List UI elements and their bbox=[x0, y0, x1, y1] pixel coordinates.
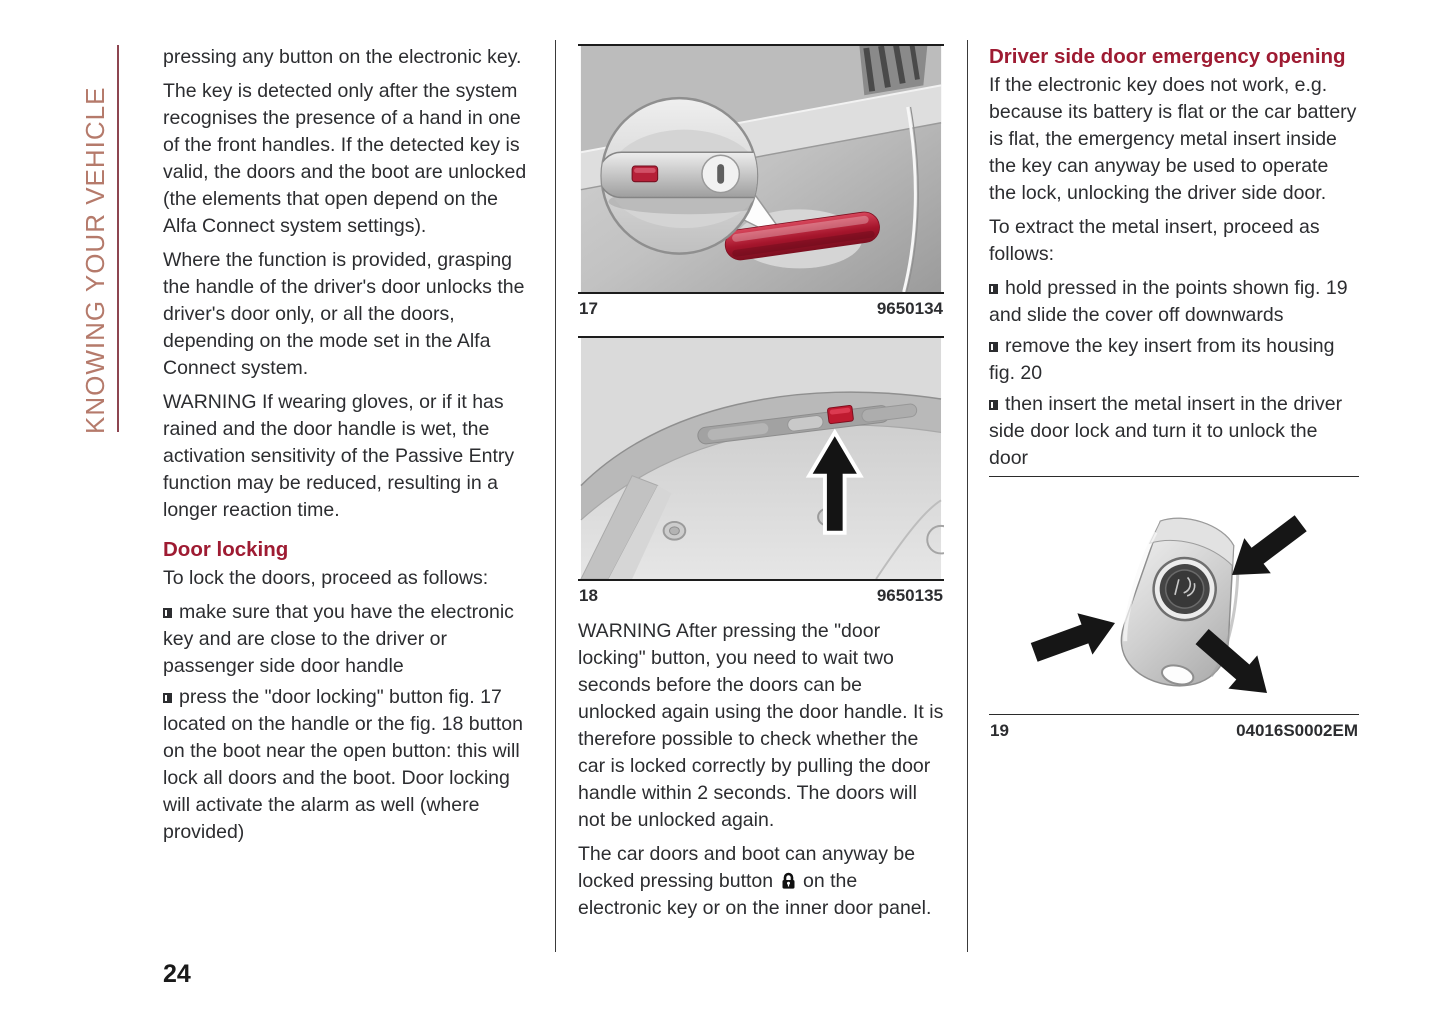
paragraph: pressing any button on the electronic ke… bbox=[163, 46, 522, 68]
bullet-square-icon bbox=[989, 342, 998, 352]
figure-17: 17 9650134 bbox=[578, 44, 944, 319]
figure-code: 9650135 bbox=[876, 586, 943, 605]
bullet-item: hold pressed in the points shown fig. 19… bbox=[989, 275, 1359, 329]
paragraph-with-lock-icon: The car doors and boot can anyway be loc… bbox=[578, 841, 944, 922]
section-heading-emergency-opening: Driver side door emergency opening bbox=[989, 45, 1346, 68]
paragraph: Where the function is provided, grasping… bbox=[163, 249, 525, 379]
chapter-label: KNOWING YOUR VEHICLE bbox=[80, 86, 110, 434]
bullet-item: remove the key insert from its housing f… bbox=[989, 333, 1359, 387]
figure-number: 18 bbox=[579, 586, 598, 605]
sidebar-rule bbox=[117, 45, 119, 432]
figure-number: 19 bbox=[990, 721, 1009, 740]
warning-block: WARNING After pressing the "door locking… bbox=[578, 618, 944, 922]
bullet-text: then insert the metal insert in the driv… bbox=[989, 393, 1343, 469]
figure-code: 04016S0002EM bbox=[1236, 721, 1358, 740]
lock-sentence-after: on the electronic key or on the inner do… bbox=[578, 870, 932, 919]
boot-button-illustration bbox=[578, 336, 944, 581]
lock-icon bbox=[782, 872, 795, 889]
bullet-square-icon bbox=[163, 693, 172, 703]
key-fob-illustration bbox=[1030, 515, 1307, 693]
bullet-item: then insert the metal insert in the driv… bbox=[989, 391, 1359, 472]
bullet-square-icon bbox=[989, 400, 998, 410]
paragraph: WARNING If wearing gloves, or if it has … bbox=[163, 391, 515, 521]
figure-caption: 19 04016S0002EM bbox=[989, 714, 1359, 741]
bullet-text: make sure that you have the electronic k… bbox=[163, 601, 514, 677]
paragraph: The key is detected only after the syste… bbox=[163, 80, 527, 237]
paragraph: To lock the doors, proceed as follows: bbox=[163, 567, 489, 589]
bullet-text: hold pressed in the points shown fig. 19… bbox=[989, 277, 1348, 326]
paragraph: If the electronic key does not work, e.g… bbox=[989, 74, 1357, 204]
bullet-text: press the "door locking" button fig. 17 … bbox=[163, 686, 523, 843]
bullet-text: remove the key insert from its housing f… bbox=[989, 335, 1335, 384]
column-passive-entry: pressing any button on the electronic ke… bbox=[163, 44, 531, 850]
lock-sentence-before: The car doors and boot can anyway be loc… bbox=[578, 843, 916, 892]
door-handle-illustration bbox=[578, 44, 944, 294]
column-divider bbox=[555, 40, 556, 952]
bullet-item: press the "door locking" button fig. 17 … bbox=[163, 684, 531, 846]
section-heading-door-locking: Door locking bbox=[163, 538, 289, 561]
figure-number: 17 bbox=[579, 299, 598, 318]
column-emergency-opening: Driver side door emergency opening If th… bbox=[989, 44, 1359, 741]
paragraph: To extract the metal insert, proceed as … bbox=[989, 216, 1320, 265]
figure-top-rule bbox=[989, 476, 1359, 477]
figure-caption: 17 9650134 bbox=[578, 294, 944, 319]
paragraph: WARNING After pressing the "door locking… bbox=[578, 620, 944, 831]
figure-19: 19 04016S0002EM bbox=[989, 487, 1359, 741]
figure-18: 18 9650135 bbox=[578, 336, 944, 606]
bullet-item: make sure that you have the electronic k… bbox=[163, 599, 531, 680]
column-figures: 17 9650134 bbox=[578, 44, 944, 929]
figure-code: 9650134 bbox=[876, 299, 943, 318]
column-divider bbox=[967, 40, 968, 952]
bullet-square-icon bbox=[989, 284, 998, 294]
bullet-square-icon bbox=[163, 608, 172, 618]
page-number: 24 bbox=[163, 960, 191, 988]
figure-caption: 18 9650135 bbox=[578, 581, 944, 606]
